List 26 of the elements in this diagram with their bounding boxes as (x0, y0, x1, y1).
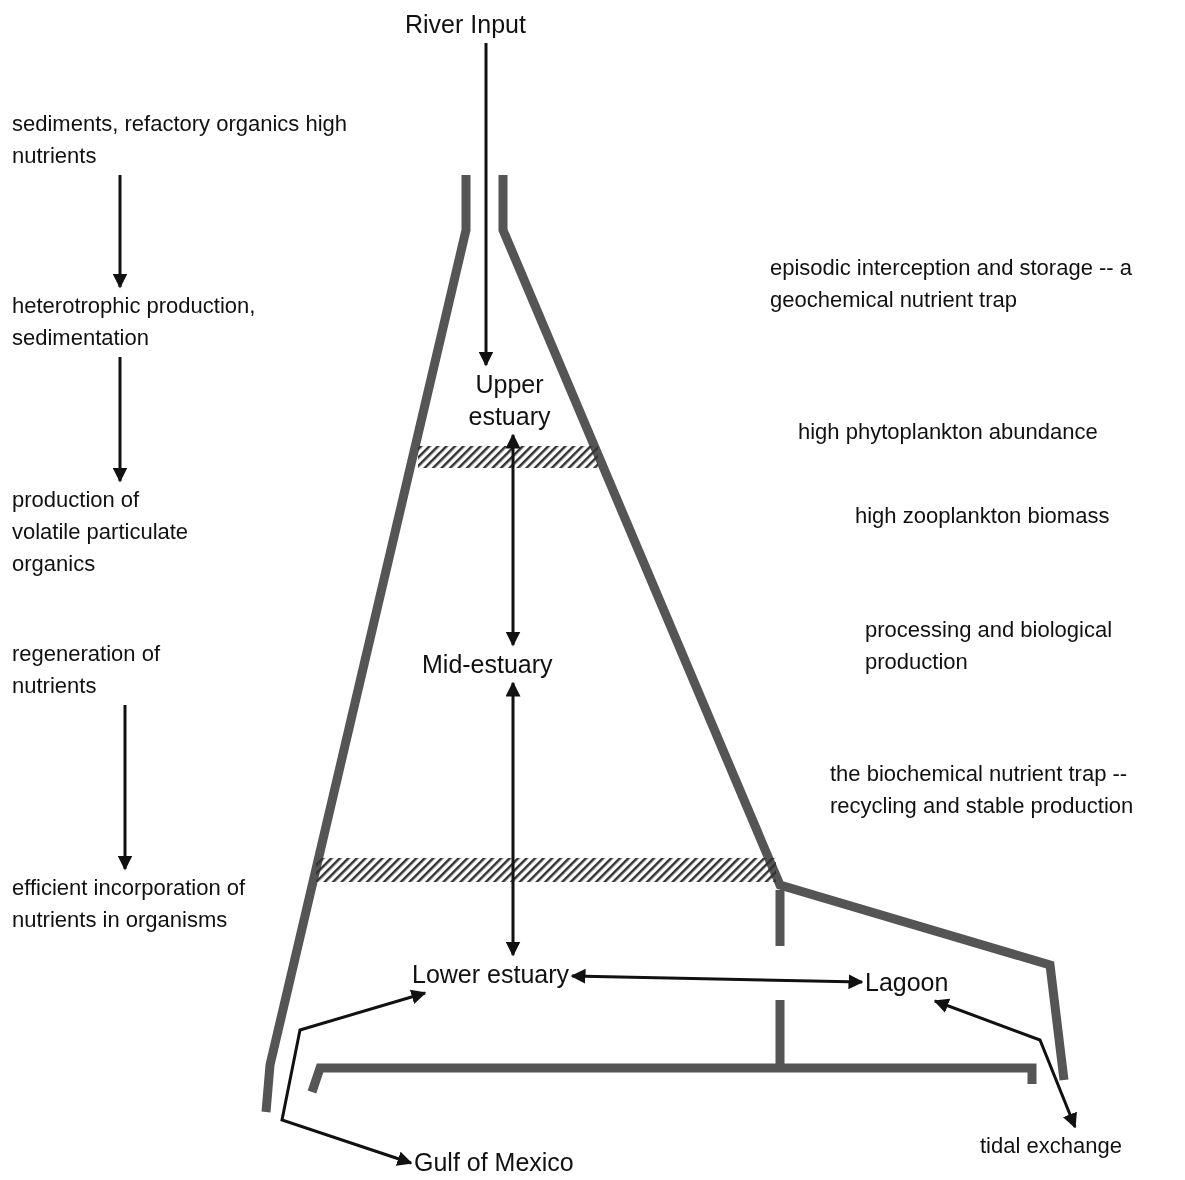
outflow-label: Gulf of Mexico (414, 1146, 574, 1178)
arrow (505, 681, 521, 957)
process-text: production of volatile particulate organics (12, 484, 202, 580)
zone-label: Lower estuary (412, 958, 570, 990)
arrow (933, 998, 1077, 1129)
annotation-text: high phytoplankton abundance (798, 418, 1098, 446)
arrow (570, 968, 864, 990)
zone-label: Lagoon (865, 966, 949, 998)
arrow (117, 705, 133, 871)
annotation-text: processing and biological production (865, 616, 1114, 676)
inflow-label: River Input (405, 8, 526, 40)
arrow (478, 43, 494, 367)
annotation-text: the biochemical nutrient trap -- recycling and stable production (830, 760, 1135, 820)
zone-label: Upper estuary (452, 368, 567, 432)
annotation-text: episodic interception and storage -- a geochemical nutrient trap (770, 254, 1133, 314)
arrow (112, 175, 128, 289)
arrow (505, 433, 521, 647)
process-text: heterotrophic production, sedimentation (12, 290, 322, 354)
process-text: efficient incorporation of nutrients in organisms (12, 872, 252, 936)
arrow (112, 357, 128, 483)
zone-label: Mid-estuary (422, 648, 553, 680)
annotation-text: high zooplankton biomass (855, 502, 1110, 530)
process-text: sediments, refactory organics high nutrients (12, 108, 352, 172)
annotation-text: tidal exchange (980, 1130, 1122, 1162)
process-text: regeneration of nutrients (12, 638, 212, 702)
arrow (280, 989, 427, 1166)
